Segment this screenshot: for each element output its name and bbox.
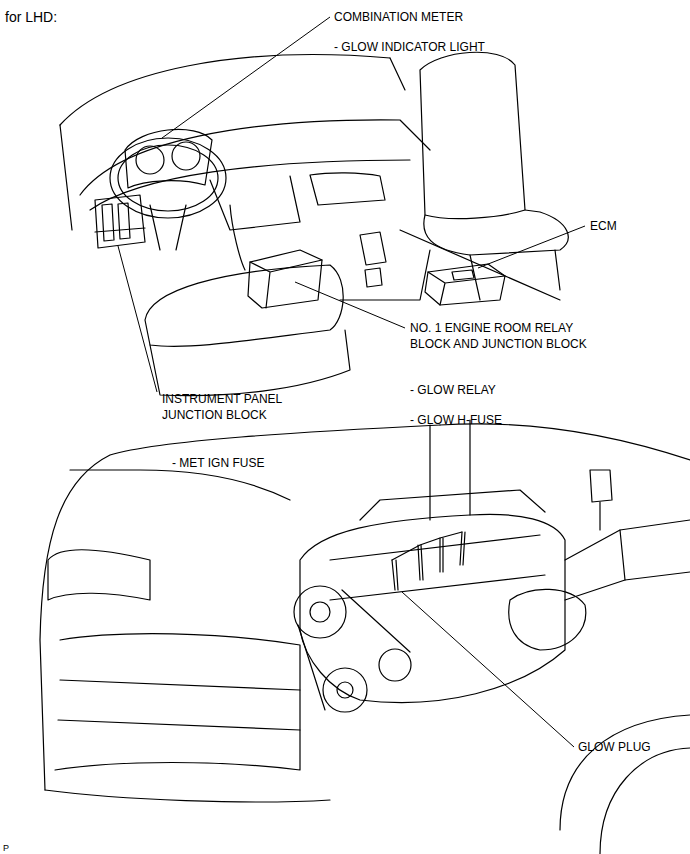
cabin-interior-stroke	[365, 268, 382, 287]
van-front-stroke	[440, 424, 690, 460]
leader-lines	[118, 17, 585, 747]
diagram-title: for LHD:	[5, 8, 57, 26]
van-front-stroke	[330, 535, 545, 600]
leader-lines-stroke	[478, 226, 585, 268]
van-front-stroke	[298, 590, 410, 710]
cabin-interior-stroke	[428, 272, 505, 305]
part-label: - GLOW INDICATOR LIGHT	[334, 39, 485, 55]
van-front-stroke	[430, 420, 470, 520]
cabin-interior-stroke	[424, 210, 568, 255]
cabin-interior-stroke	[95, 228, 145, 232]
van-front-stroke	[48, 550, 150, 600]
cabin-interior-stroke	[110, 138, 226, 218]
van-front-stroke	[565, 572, 690, 600]
figure-code: P	[3, 840, 9, 854]
part-label: - GLOW H-FUSE	[410, 412, 502, 428]
van-front-stroke	[45, 790, 330, 802]
cabin-interior-stroke	[80, 120, 430, 195]
van-front-stroke	[310, 602, 330, 622]
van-front-stroke	[440, 538, 443, 572]
van-front-stroke	[337, 682, 353, 698]
part-label: ECM	[590, 218, 617, 234]
van-front-stroke	[323, 668, 367, 712]
leader-lines-stroke	[118, 246, 157, 392]
van-front-stroke	[590, 470, 612, 502]
leader-lines-stroke	[162, 17, 330, 138]
van-front-stroke	[600, 748, 690, 854]
van-front-stroke	[418, 545, 423, 580]
van-front	[40, 420, 690, 854]
cabin-interior-stroke	[118, 145, 218, 211]
cabin-interior-stroke	[248, 250, 322, 308]
part-label: - MET IGN FUSE	[172, 455, 264, 471]
cabin-interior-stroke	[425, 264, 505, 305]
cabin-interior-stroke	[360, 232, 386, 265]
part-label: - GLOW RELAY	[410, 382, 496, 398]
van-front-stroke	[620, 530, 625, 580]
van-front-stroke	[294, 586, 346, 638]
van-front-stroke	[560, 715, 690, 830]
cabin-interior-stroke	[250, 260, 322, 308]
cabin-interior-stroke	[145, 265, 343, 346]
cabin-interior-stroke	[150, 330, 350, 396]
van-front-stroke	[599, 502, 600, 530]
leader-lines-stroke	[402, 592, 574, 747]
cabin-interior-stroke	[172, 142, 200, 170]
cabin-interior-stroke	[60, 55, 390, 125]
cabin-interior-stroke	[420, 52, 525, 218]
van-front-stroke	[565, 520, 690, 560]
cabin-interior-stroke	[150, 205, 186, 250]
van-front-stroke	[360, 490, 545, 520]
van-front-stroke	[58, 680, 300, 730]
van-front-stroke	[40, 425, 440, 790]
van-front-stroke	[392, 560, 398, 590]
cabin-interior-stroke	[310, 173, 385, 205]
cabin-interior-stroke	[210, 176, 300, 230]
part-label: COMBINATION METER	[334, 9, 463, 25]
van-front-stroke	[392, 532, 462, 560]
van-front-stroke	[509, 589, 586, 650]
cabin-interior-stroke	[230, 205, 245, 270]
leader-lines-stroke	[295, 282, 405, 328]
van-front-stroke	[460, 532, 465, 565]
part-label: NO. 1 ENGINE ROOM RELAY BLOCK AND JUNCTI…	[410, 320, 606, 352]
van-front-stroke	[70, 470, 290, 500]
van-front-stroke	[300, 514, 565, 702]
cabin-interior-stroke	[102, 203, 130, 241]
part-label: GLOW PLUG	[578, 739, 651, 755]
cabin-interior-stroke	[470, 250, 560, 300]
van-front-stroke	[379, 649, 411, 681]
cabin-interior-stroke	[60, 125, 72, 230]
cabin-interior-stroke	[95, 195, 145, 248]
cabin-interior-stroke	[452, 270, 474, 280]
part-label: INSTRUMENT PANEL JUNCTION BLOCK	[162, 391, 302, 423]
van-front-stroke	[55, 634, 300, 770]
cabin-interior-stroke	[340, 250, 430, 300]
cabin-interior-stroke	[390, 58, 405, 90]
